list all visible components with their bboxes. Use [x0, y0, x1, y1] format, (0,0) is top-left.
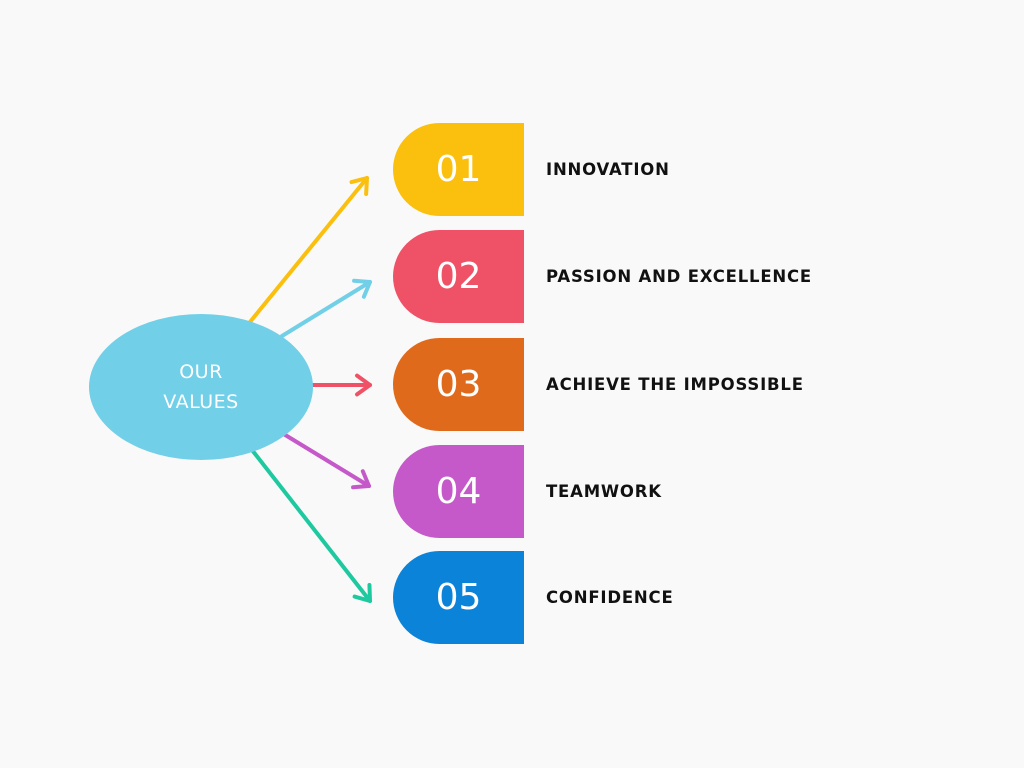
value-row-2: 02 PASSION AND EXCELLENCE: [393, 230, 953, 323]
arrow-4: [280, 431, 371, 490]
value-label-teamwork: TEAMWORK: [546, 482, 662, 501]
value-number-1: 01: [435, 149, 482, 190]
value-row-3: 03 ACHIEVE THE IMPOSSIBLE: [393, 338, 953, 431]
value-pill-5: 05: [393, 551, 524, 644]
value-pill-4: 04: [393, 445, 524, 538]
value-pill-1: 01: [393, 123, 524, 216]
value-number-4: 04: [435, 471, 482, 512]
center-title-line-2: VALUES: [163, 391, 239, 413]
value-number-3: 03: [435, 364, 482, 405]
value-label-innovation: INNOVATION: [546, 160, 670, 179]
arrow-5: [250, 448, 372, 603]
value-number-5: 05: [435, 577, 482, 618]
value-label-achieve-impossible: ACHIEVE THE IMPOSSIBLE: [546, 375, 804, 394]
value-row-5: 05 CONFIDENCE: [393, 551, 953, 644]
value-row-4: 04 TEAMWORK: [393, 445, 953, 538]
value-row-1: 01 INNOVATION: [393, 123, 953, 216]
arrow-3: [311, 373, 372, 397]
value-label-confidence: CONFIDENCE: [546, 588, 674, 607]
value-label-passion-excellence: PASSION AND EXCELLENCE: [546, 267, 812, 286]
our-values-ellipse: OUR VALUES: [89, 314, 313, 460]
arrow-1: [248, 176, 369, 324]
center-title-line-1: OUR: [179, 361, 223, 383]
value-pill-3: 03: [393, 338, 524, 431]
arrow-2: [280, 278, 372, 338]
value-pill-2: 02: [393, 230, 524, 323]
value-number-2: 02: [435, 256, 482, 297]
